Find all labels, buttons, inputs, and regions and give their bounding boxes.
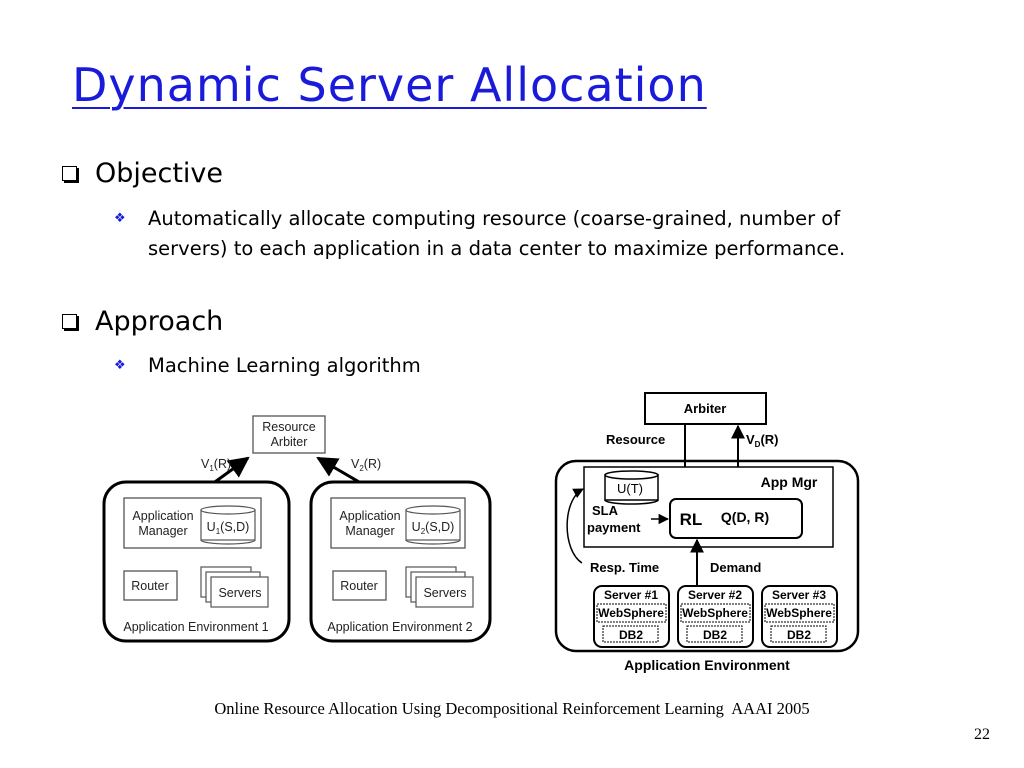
response-time-feedback-arrow — [566, 488, 584, 564]
router-2-label: Router — [340, 579, 378, 593]
bullet-objective: Objective — [62, 158, 223, 189]
servers-2-label: Servers — [423, 586, 466, 600]
rl-label: RL — [680, 510, 703, 529]
arbiter-box — [644, 392, 767, 425]
slide-title: Dynamic Server Allocation — [72, 58, 707, 112]
app-manager-1-line1: Application — [132, 509, 193, 523]
v1-label: V1(R) — [201, 457, 231, 473]
sub-bullet-approach-text: Machine Learning algorithm — [148, 354, 421, 377]
diamond-bullet-icon: ❖ — [114, 358, 126, 373]
bullet-approach: Approach — [62, 306, 223, 337]
server-3-db: DB2 — [787, 628, 811, 642]
resp-time-label: Resp. Time — [590, 560, 659, 575]
server-3-middleware: WebSphere — [766, 606, 832, 620]
resource-arbiter-line2: Arbiter — [271, 435, 308, 449]
database-icon — [405, 505, 461, 545]
v2-label: V2(R) — [351, 457, 381, 473]
checkbox-bullet-icon — [62, 314, 77, 329]
bullet-objective-heading: Objective — [95, 158, 224, 189]
resource-label: Resource — [606, 432, 665, 447]
application-environment-box — [554, 459, 860, 653]
page-number: 22 — [974, 726, 990, 743]
application-environment-label: Application Environment — [624, 657, 790, 673]
resource-arbiter-line1: Resource — [262, 420, 316, 434]
footer-citation: Online Resource Allocation Using Decompo… — [214, 699, 810, 718]
database-icon — [200, 505, 256, 545]
server-3-name: Server #3 — [772, 588, 826, 602]
server-2-db: DB2 — [703, 628, 727, 642]
resource-arbiter-box — [252, 415, 326, 454]
sla-label-line1: SLA — [592, 503, 619, 518]
server-2-name: Server #2 — [688, 588, 742, 602]
sub-bullet-objective: ❖ Automatically allocate computing resou… — [114, 204, 868, 264]
vd-label: VD(R) — [746, 432, 779, 449]
server-1-db: DB2 — [619, 628, 643, 642]
server-1: Server #1 WebSphere DB2 — [593, 585, 670, 648]
right-architecture-diagram: Arbiter Resource VD(R) App Mgr U(T) SLA … — [554, 392, 860, 673]
rl-box — [669, 498, 803, 539]
sub-bullet-objective-text: Automatically allocate computing resourc… — [148, 207, 846, 260]
app-manager-2-line2: Manager — [345, 524, 394, 538]
q-label: Q(D, R) — [721, 509, 769, 525]
app-manager-1-line2: Manager — [138, 524, 187, 538]
diamond-bullet-icon: ❖ — [114, 211, 126, 226]
server-1-middleware: WebSphere — [598, 606, 664, 620]
servers-stack-icon — [405, 566, 474, 608]
app-manager-2-line1: Application — [339, 509, 400, 523]
servers-stack-icon — [200, 566, 269, 608]
sub-bullet-approach: ❖ Machine Learning algorithm — [114, 351, 868, 381]
checkbox-bullet-icon — [62, 166, 77, 181]
utility-2-label: U2(S,D) — [412, 520, 455, 536]
server-2-middleware: WebSphere — [682, 606, 748, 620]
router-box-1 — [123, 570, 178, 601]
server-1-name: Server #1 — [604, 588, 658, 602]
server-2: Server #2 WebSphere DB2 — [677, 585, 754, 648]
demand-label: Demand — [710, 560, 761, 575]
router-1-label: Router — [131, 579, 169, 593]
utility-1-label: U1(S,D) — [207, 520, 250, 536]
arbiter-label: Arbiter — [684, 401, 727, 416]
servers-1-label: Servers — [218, 586, 261, 600]
server-3: Server #3 WebSphere DB2 — [761, 585, 838, 648]
utility-database-icon — [604, 470, 659, 505]
app-mgr-label: App Mgr — [761, 474, 818, 490]
ut-label: U(T) — [617, 481, 643, 496]
environment-2-label: Application Environment 2 — [327, 620, 472, 634]
sla-label-line2: payment — [587, 520, 641, 535]
environment-1-label: Application Environment 1 — [123, 620, 268, 634]
router-box-2 — [332, 570, 387, 601]
bullet-approach-heading: Approach — [95, 306, 224, 337]
